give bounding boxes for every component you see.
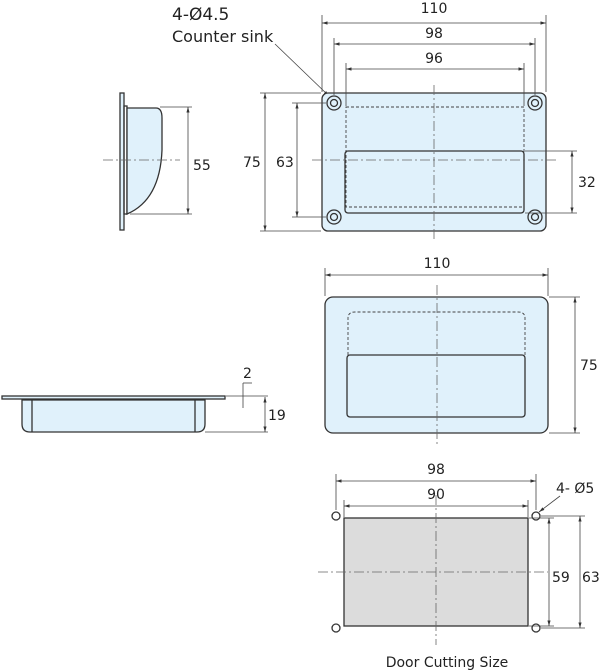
dim-width: 110 — [421, 1, 448, 17]
front-view: 110 98 96 75 63 32 — [243, 1, 596, 240]
side-view: 55 — [103, 92, 211, 231]
door-cutout-view: 98 90 59 63 4- Ø5 Door Cutting Size — [318, 462, 600, 671]
dim-depth: 19 — [268, 408, 286, 424]
rear-dim-height: 75 — [580, 358, 598, 374]
callout-leader — [274, 43, 330, 97]
dim-height: 75 — [243, 155, 261, 171]
dim-recess-width: 96 — [425, 51, 443, 67]
cut-dim-inner-height: 59 — [552, 570, 570, 586]
countersink-holes — [326, 95, 543, 225]
cut-dim-width: 98 — [427, 462, 445, 478]
dim-hole-pitch-x: 98 — [425, 26, 443, 42]
dim-grip-height: 32 — [578, 175, 596, 191]
cut-holes-callout: 4- Ø5 — [556, 481, 594, 497]
cut-dim-height: 63 — [582, 570, 600, 586]
rear-dim-width: 110 — [424, 256, 451, 272]
counter-sink-label: Counter sink — [172, 27, 274, 46]
bottom-view: 2 19 — [1, 366, 286, 433]
cut-dim-inner-width: 90 — [427, 487, 445, 503]
dim-flange: 2 — [243, 366, 252, 382]
rear-view: 110 75 — [324, 256, 598, 445]
dim-hole-pitch-y: 63 — [276, 155, 294, 171]
door-cutting-caption: Door Cutting Size — [386, 655, 509, 671]
holes-callout: 4-Ø4.5 — [172, 5, 229, 25]
dim-depth-height: 55 — [193, 158, 211, 174]
